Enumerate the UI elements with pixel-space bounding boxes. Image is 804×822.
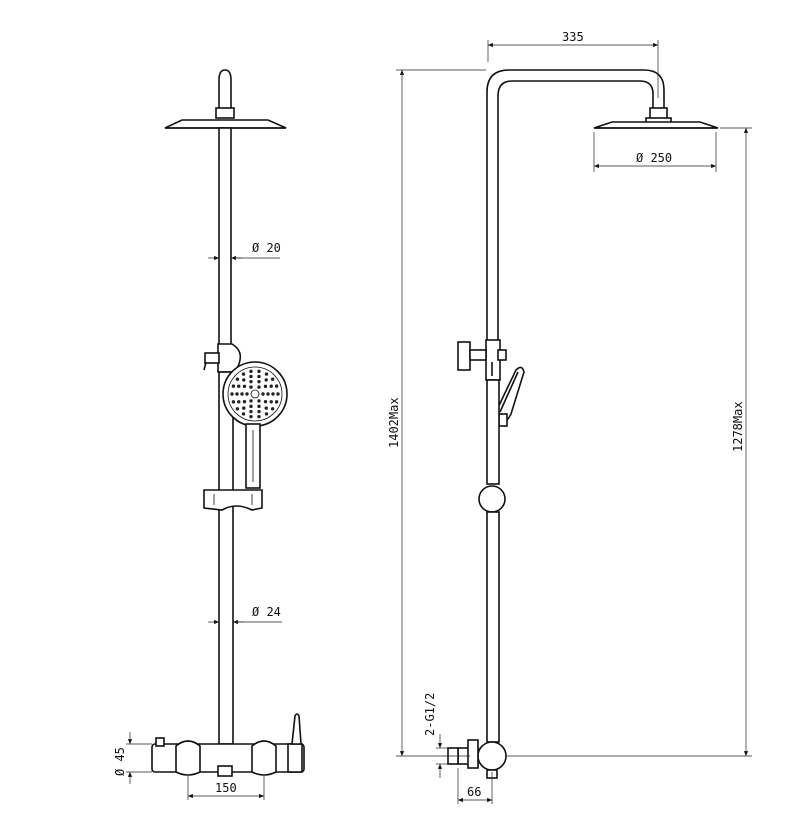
nozzle-dot [231,384,236,388]
dim-max-height-total: 1402Max [387,397,401,448]
nozzle-dot [276,392,280,396]
dim-inlet-spacing: 150 [215,781,237,795]
nozzle-dot [242,378,246,382]
front-valve-right-knob [251,740,277,776]
nozzle-dot [271,392,275,396]
nozzle-dot [264,412,269,416]
front-valve-left-knob [175,740,201,776]
nozzle-dot [249,409,253,414]
nozzle-dot [249,404,253,409]
dim-top-arm-width: 335 [562,30,584,44]
nozzle-dot [240,392,244,396]
side-valve-flange [467,739,479,769]
front-slider-knob [204,352,220,364]
nozzle-dot [249,374,253,379]
dim-valve-height: Ø 45 [113,747,127,776]
nozzle-dot [257,399,261,403]
dim-wall-offset: 66 [467,785,481,799]
side-hand-shower-tip [498,413,508,427]
nozzle-dot [249,369,253,374]
nozzle-dot [274,400,279,404]
nozzle-dot [231,400,236,404]
nozzle-dot [263,399,268,404]
nozzle-dot [257,404,261,409]
nozzle-dot [257,374,261,379]
nozzle-dot [242,384,247,389]
front-bracket [203,489,263,511]
front-valve-outlet [217,765,233,777]
nozzle-dot [274,384,279,388]
nozzle-dot [263,384,268,389]
nozzle-dot [257,385,261,389]
nozzle-dot [235,407,240,411]
nozzle-dot [237,400,241,404]
dim-inlet-thread: 2-G1/2 [423,693,437,736]
nozzle-dot [264,378,268,382]
dim-riser-lower-diameter: Ø 24 [252,605,281,619]
nozzle-dot [241,412,246,416]
nozzle-dot [241,372,246,376]
nozzle-dot [235,392,239,396]
nozzle-dot [266,392,270,396]
dim-riser-upper-diameter: Ø 20 [252,241,281,255]
front-lower-riser [218,371,234,745]
front-upper-riser [218,127,232,351]
front-valve-lever [291,713,302,745]
dim-max-height-head: 1278Max [731,401,745,452]
nozzle-dot [264,406,268,410]
front-valve-cap [155,737,165,747]
front-hand-shower [222,361,288,489]
nozzle-dot [249,414,253,419]
side-valve-knob [477,741,507,771]
side-arm-outer [486,69,665,340]
nozzle-dot [249,379,253,384]
nozzle-dot [245,392,249,396]
side-shower-head [593,121,719,129]
nozzle-dot [257,414,261,419]
front-valve-handle-base [287,743,303,773]
nozzle-dot [230,392,234,396]
nozzle-dot [242,406,246,410]
nozzle-dot [269,400,273,404]
nozzle-dot [235,377,240,381]
nozzle-dot [257,369,261,374]
front-head-connector [215,107,235,119]
dim-head-diameter: Ø 250 [636,151,672,165]
nozzle-dot [264,372,269,376]
side-slider-stem [469,349,487,361]
nozzle-dot [270,377,275,381]
nozzle-dot [269,384,273,388]
side-bracket [478,485,506,513]
nozzle-dot [257,379,261,384]
nozzle-dot [261,392,265,396]
side-slider-handle [457,341,471,371]
front-view: Ø 20 Ø 24 Ø 45 150 [113,69,305,800]
nozzle-dot [257,409,261,414]
nozzle-dot [249,399,253,403]
front-gooseneck [218,69,232,110]
side-slider-nut [497,349,507,361]
side-lower-riser-b [486,511,500,743]
side-arm-inner [497,80,654,340]
nozzle-dot [270,407,275,411]
nozzle-dot [249,385,253,389]
nozzle-dot [242,399,247,404]
nozzle-dot [237,384,241,388]
front-shower-head [164,119,287,129]
side-view: 335 Ø 250 1402Max 1278Max 2-G1/2 66 [387,30,752,804]
side-lower-riser-a [486,379,500,485]
